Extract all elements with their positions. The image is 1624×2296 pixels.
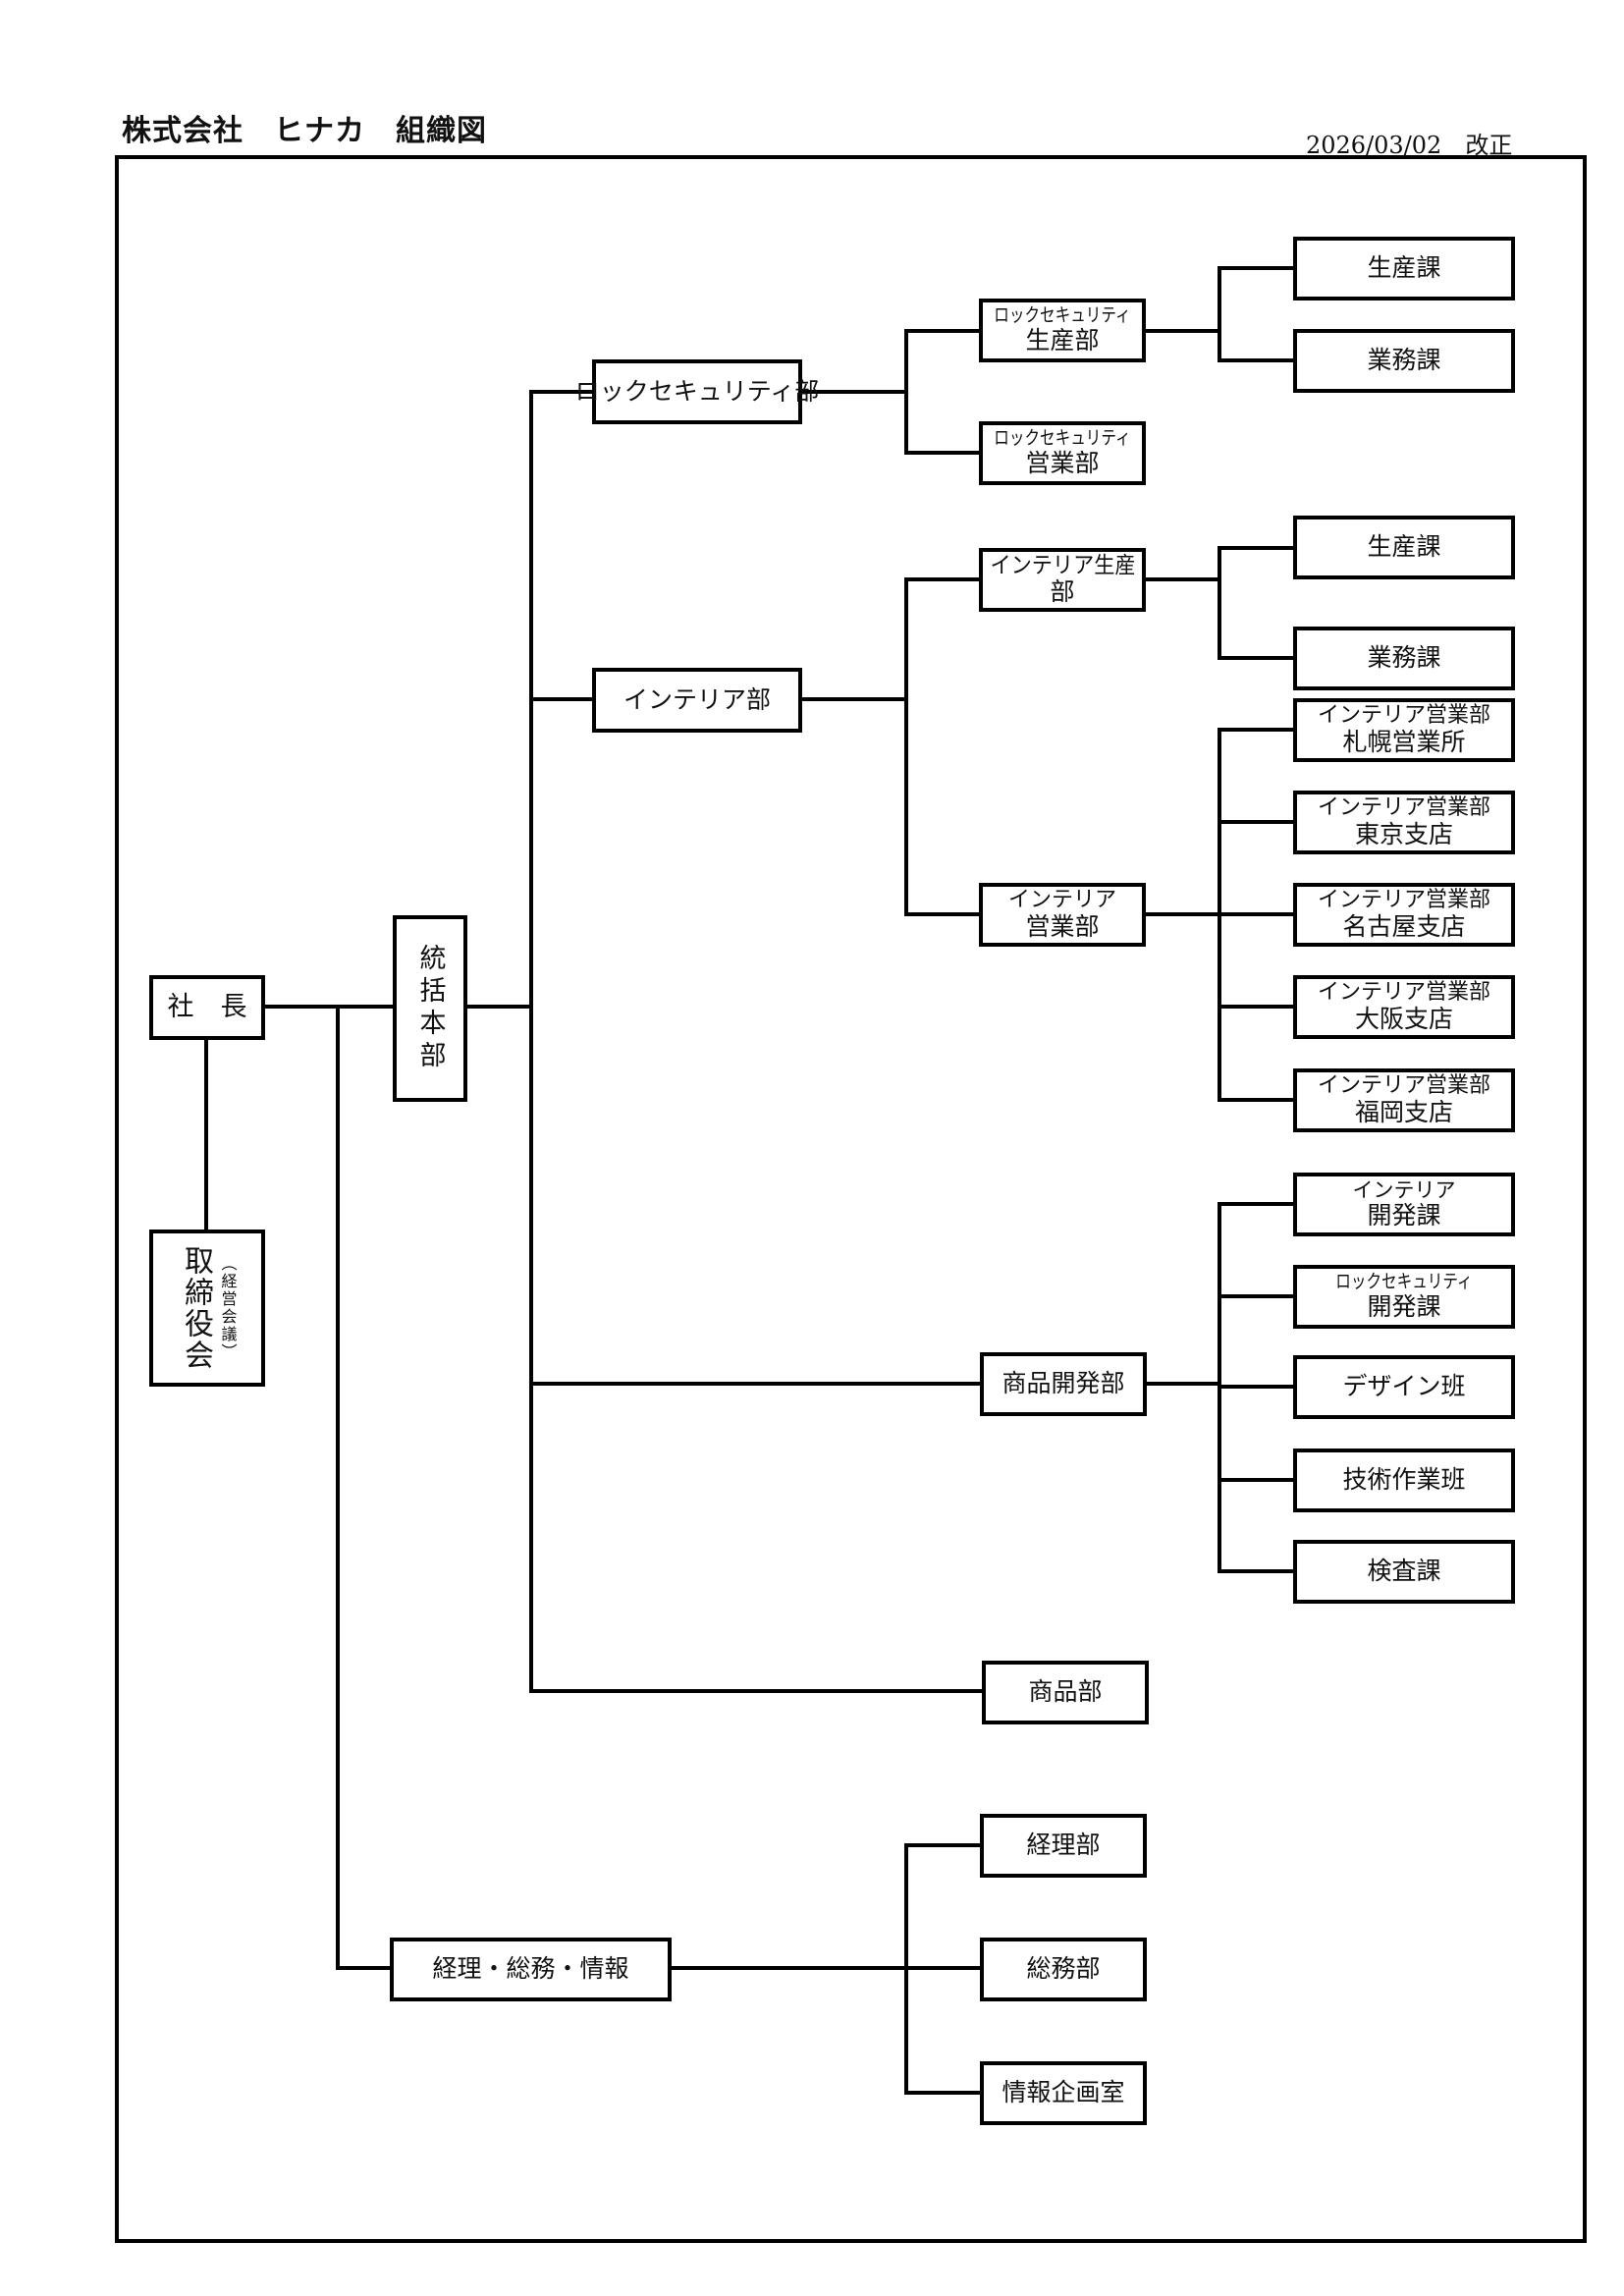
lock-prod-section-label: 生産課 — [1367, 253, 1441, 283]
dev-section-box: 技術作業班 — [1293, 1449, 1515, 1512]
interior-production-line2: 部 — [1050, 577, 1075, 607]
dev-section-line1: ロックセキュリティ — [1335, 1271, 1473, 1293]
branch-line2: 東京支店 — [1354, 819, 1453, 848]
president-label: 社 長 — [167, 992, 247, 1023]
dev-section-line2: 開発課 — [1367, 1201, 1441, 1230]
interior-sales-line2: 営業部 — [1025, 911, 1100, 941]
interior-sales-box: インテリア 営業部 — [979, 883, 1146, 947]
branch-box: インテリア営業部 名古屋支店 — [1293, 883, 1515, 947]
info-planning-label: 情報企画室 — [1001, 2078, 1125, 2107]
lock-sales-box: ロックセキュリティ 営業部 — [979, 421, 1146, 485]
branch-box: インテリア営業部 大阪支店 — [1293, 975, 1515, 1039]
lock-dept-label: ロックセキュリティ部 — [574, 376, 820, 406]
info-planning-box: 情報企画室 — [980, 2061, 1147, 2125]
lock-production-line1: ロックセキュリティ — [994, 304, 1131, 327]
hq-label: 統括本部 — [414, 944, 446, 1073]
interior-prod-section-box: 業務課 — [1293, 627, 1515, 690]
chart-frame — [115, 155, 1587, 2243]
dev-section-box: 検査課 — [1293, 1540, 1515, 1604]
page-title: 株式会社 ヒナカ 組織図 — [122, 114, 487, 148]
dev-section-label: 技術作業班 — [1342, 1465, 1466, 1495]
branch-line2: 大阪支店 — [1354, 1004, 1453, 1033]
interior-dept-label: インテリア部 — [623, 684, 771, 714]
product-dev-box: 商品開発部 — [980, 1352, 1147, 1416]
dev-section-line2: 開発課 — [1367, 1292, 1441, 1322]
interior-sales-line1: インテリア — [1007, 888, 1116, 913]
general-affairs-box: 総務部 — [980, 1938, 1147, 2001]
branch-line1: インテリア営業部 — [1317, 888, 1490, 913]
branch-line1: インテリア営業部 — [1317, 795, 1490, 821]
dev-section-label: 検査課 — [1367, 1557, 1441, 1586]
hq-box: 統括本部 — [393, 915, 467, 1102]
dev-section-label: デザイン班 — [1342, 1372, 1466, 1401]
lock-production-box: ロックセキュリティ 生産部 — [979, 299, 1146, 362]
branch-line1: インテリア営業部 — [1317, 980, 1490, 1006]
dev-section-line1: インテリア — [1352, 1178, 1456, 1203]
branch-box: インテリア営業部 札幌営業所 — [1293, 698, 1515, 762]
lock-prod-section-label: 業務課 — [1367, 346, 1441, 375]
admin-label: 経理・総務・情報 — [432, 1954, 629, 1984]
president-box: 社 長 — [149, 975, 265, 1040]
accounting-box: 経理部 — [980, 1814, 1147, 1878]
dev-section-box: デザイン班 — [1293, 1355, 1515, 1419]
lock-sales-line1: ロックセキュリティ — [994, 427, 1131, 450]
lock-sales-line2: 営業部 — [1025, 449, 1100, 478]
revision-date: 2026/03/02 改正 — [1306, 132, 1513, 159]
general-affairs-label: 総務部 — [1026, 1954, 1101, 1984]
board-box: 取締役会 （経営会議） — [149, 1230, 265, 1387]
product-dev-label: 商品開発部 — [1001, 1369, 1125, 1398]
branch-line1: インテリア営業部 — [1317, 703, 1490, 729]
branch-box: インテリア営業部 福岡支店 — [1293, 1068, 1515, 1132]
board-label: 取締役会 — [179, 1245, 214, 1371]
dev-section-box: ロックセキュリティ 開発課 — [1293, 1265, 1515, 1329]
branch-line2: 名古屋支店 — [1342, 911, 1466, 941]
interior-production-line1: インテリア生産 — [989, 552, 1136, 578]
lock-dept-box: ロックセキュリティ部 — [575, 359, 819, 424]
admin-box: 経理・総務・情報 — [390, 1938, 672, 2001]
interior-prod-section-label: 業務課 — [1367, 643, 1441, 673]
board-sublabel: （経営会議） — [218, 1255, 238, 1361]
interior-dept-box: インテリア部 — [592, 668, 802, 733]
interior-production-box: インテリア生産 部 — [979, 548, 1146, 612]
branch-line2: 札幌営業所 — [1342, 727, 1466, 756]
branch-box: インテリア営業部 東京支店 — [1293, 791, 1515, 854]
branch-line2: 福岡支店 — [1354, 1097, 1453, 1126]
products-label: 商品部 — [1028, 1677, 1103, 1707]
interior-prod-section-label: 生産課 — [1367, 532, 1441, 562]
lock-production-line2: 生産部 — [1025, 326, 1100, 355]
dev-section-box: インテリア 開発課 — [1293, 1173, 1515, 1236]
lock-prod-section-box: 業務課 — [1293, 329, 1515, 393]
accounting-label: 経理部 — [1026, 1831, 1101, 1860]
products-box: 商品部 — [982, 1661, 1149, 1724]
branch-line1: インテリア営業部 — [1317, 1073, 1490, 1099]
lock-prod-section-box: 生産課 — [1293, 237, 1515, 301]
interior-prod-section-box: 生産課 — [1293, 516, 1515, 579]
